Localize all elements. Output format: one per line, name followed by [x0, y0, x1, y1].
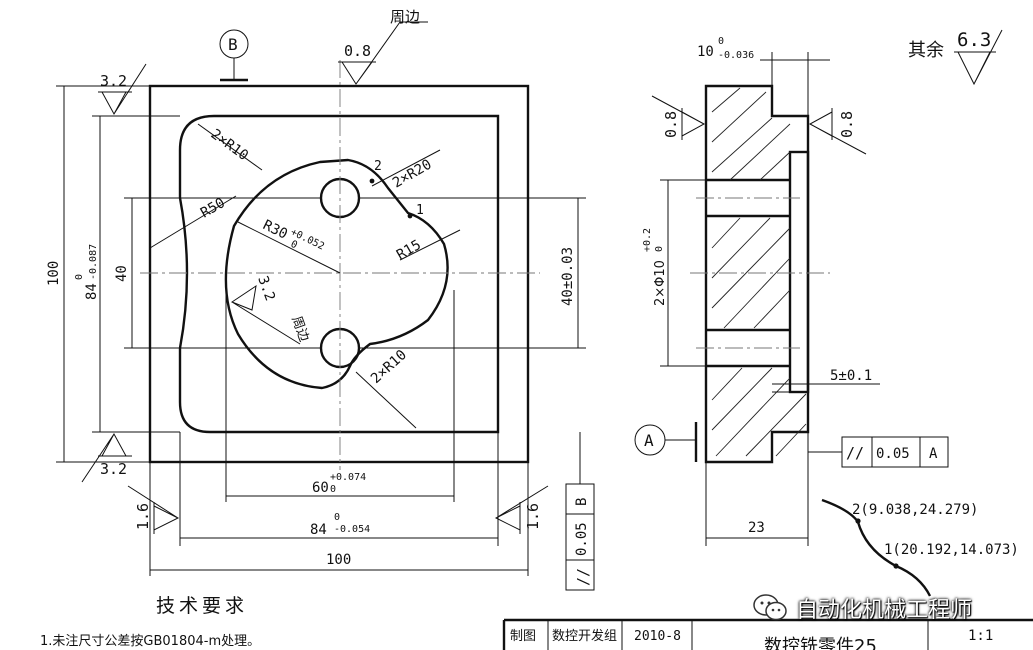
roughness-inner-value: 3.2: [254, 274, 278, 303]
dim-84-h-lo: -0.054: [334, 524, 370, 535]
dim-5: 5±0.1: [830, 368, 872, 384]
dim-60: 60: [312, 480, 329, 496]
dim-23: 23: [748, 520, 765, 536]
label-r50: R50: [198, 195, 228, 222]
tb-group: 数控开发组: [552, 628, 617, 644]
roughness-top-value: 0.8: [344, 42, 371, 60]
wechat-icon: [752, 593, 788, 623]
datum-a-label: A: [644, 431, 654, 450]
surround-note-top: 周边: [390, 8, 420, 26]
tb-part: 数控铣零件25: [764, 636, 877, 650]
label-point-2: 2: [374, 159, 382, 174]
dim-84-v-lo: -0.087: [88, 244, 99, 280]
tech-title: 技术要求: [156, 595, 248, 617]
dim-84-h-up: 0: [334, 512, 340, 523]
watermark-text: 自动化机械工程师: [796, 598, 973, 623]
label-r10-bottom: 2×R10: [368, 347, 410, 387]
leader-r10-top: [197, 123, 263, 171]
detail-point-2: [855, 518, 861, 524]
fcf-b-value: 0.05: [574, 522, 590, 556]
roughness-inner-symbol: [230, 284, 301, 345]
datum-b-label: B: [228, 35, 238, 54]
leader-r20: [371, 149, 441, 187]
fcf-b-datum: B: [574, 498, 590, 506]
point-2-marker: [369, 178, 375, 184]
fcf-b-symbol: //: [574, 568, 592, 586]
leader-r10-bottom: [355, 371, 417, 429]
dim-hole-lo: 0: [654, 246, 665, 252]
roughness-side-r-value: 0.8: [838, 111, 856, 138]
section-outline: [704, 84, 810, 464]
point-1-marker: [407, 213, 413, 219]
tech-note: 1.未注尺寸公差按GB01804-m处理。: [40, 634, 260, 649]
section-hatching: [711, 87, 807, 457]
dim-60-up: +0.074: [330, 472, 366, 483]
coord-1: 1(20.192,14.073): [884, 542, 1019, 558]
dim-100-v: 100: [46, 261, 62, 286]
leader-r30: [237, 221, 341, 274]
label-r10-top: 2×R10: [208, 126, 252, 164]
dim-10-lo: -0.036: [718, 50, 754, 61]
rest-label: 其余: [908, 40, 944, 61]
detail-curve: [821, 498, 932, 597]
tb-date: 2010-8: [634, 629, 681, 644]
leader-r15: [399, 229, 461, 261]
label-r30-lo: 0: [289, 239, 299, 252]
tb-draw: 制图: [510, 629, 536, 644]
outer-square: [148, 84, 530, 464]
fcf-a-datum: A: [929, 446, 938, 462]
dim-84-h: 84: [310, 522, 327, 538]
roughness-side-l-value: 0.8: [662, 111, 680, 138]
roughness-bottom-r-value: 1.6: [524, 503, 542, 530]
label-r30: R30: [260, 217, 290, 242]
dim-84-v: 84: [84, 283, 100, 300]
dim-84-v-up: 0: [74, 274, 85, 280]
fcf-a-symbol: //: [846, 444, 864, 462]
dim-hole-up: +0.2: [642, 228, 653, 252]
dim-60-lo: 0: [330, 484, 336, 495]
dim-hole: 2×Φ10: [653, 260, 668, 306]
roughness-tl-value: 3.2: [100, 72, 127, 90]
label-r20: 2×R20: [390, 157, 435, 192]
roughness-bottom-l-value: 1.6: [134, 503, 152, 530]
roughness-bl-value: 3.2: [100, 460, 127, 478]
dim-40-tol: 40±0.03: [560, 247, 576, 306]
tb-scale: 1:1: [968, 628, 993, 644]
dim-40-v: 40: [114, 265, 130, 282]
fcf-a-frame: [841, 436, 949, 468]
leader-r50: [149, 195, 237, 249]
pocket-outline: [178, 114, 500, 434]
label-point-1: 1: [416, 203, 424, 218]
section-recess: [788, 150, 810, 394]
fcf-a-value: 0.05: [876, 446, 910, 462]
dim-100-h: 100: [326, 552, 351, 568]
label-r15: R15: [394, 237, 424, 264]
dim-10: 10: [697, 44, 714, 60]
watermark: 自动化机械工程师: [752, 588, 1022, 628]
dim-10-up: 0: [718, 36, 724, 47]
detail-point-1: [893, 563, 899, 569]
boss-outline: [224, 158, 449, 390]
rest-value: 6.3: [957, 29, 991, 51]
coord-2: 2(9.038,24.279): [852, 502, 978, 518]
